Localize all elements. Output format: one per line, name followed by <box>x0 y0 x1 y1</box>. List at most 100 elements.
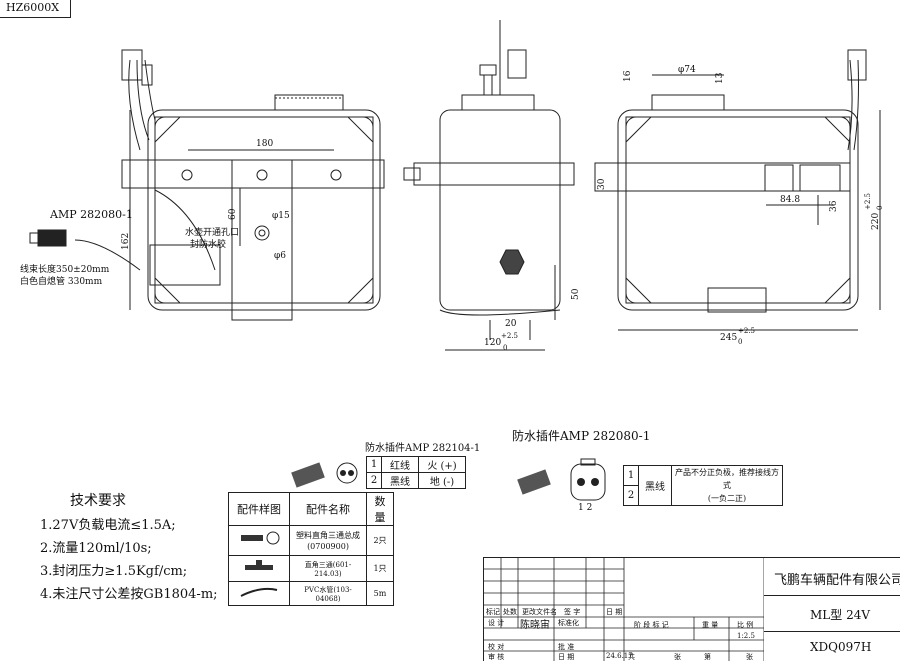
dim-phi74: φ74 <box>678 65 696 75</box>
tol-220-upper: +2.5 <box>864 193 872 210</box>
parts-row: PVC水管(103-04068) 5m <box>228 581 394 606</box>
conn1-no: 1 <box>366 456 382 473</box>
amp-label: AMP 282080-1 <box>49 208 133 221</box>
part-name: PVC水管(103-04068) <box>289 581 367 606</box>
conn1-no: 2 <box>366 472 382 489</box>
part-image <box>228 581 290 606</box>
title-block: 标记 处数 更改文件名 签 字 日 期 设 计 陈晓宙 标准化 阶 段 标 记 … <box>483 557 900 661</box>
dim-84-8: 84.8 <box>780 195 800 205</box>
tb-drafter: 陈晓宙 <box>520 620 550 631</box>
part-code: (0700900) <box>307 541 349 551</box>
conn2-row: 1 黑线 产品不分正负极，推荐接线方式 (一负二正) <box>623 465 783 506</box>
tol-220-lower: 0 <box>876 206 884 210</box>
part-name: 直角三通(601-214.03) <box>289 555 367 582</box>
tech-item: 1.27V负载电流≤1.5A; <box>40 518 176 533</box>
tb-day: 日 期 <box>558 653 575 661</box>
side-tank-body <box>439 109 561 311</box>
tb-model-cell: ML型 24V <box>764 595 900 632</box>
conn1-pol: 地 (-) <box>418 472 466 489</box>
conn2-table: 1 黑线 产品不分正负极，推荐接线方式 (一负二正) 2 <box>623 465 783 506</box>
tb-check: 校 对 <box>488 643 505 651</box>
connector-top <box>121 49 143 81</box>
part-qty: 1只 <box>366 555 394 582</box>
tol-245-lower: 0 <box>738 338 742 346</box>
parts-row: 直角三通(601-214.03) 1只 <box>228 555 394 582</box>
tol-120-upper: +2.5 <box>501 332 518 340</box>
conn1-wire: 红线 <box>381 456 419 473</box>
part-image <box>228 555 290 582</box>
tb-no: 第 <box>704 653 711 661</box>
dim-220: 220 <box>871 213 881 230</box>
tech-list: 1.27V负载电流≤1.5A; 2.流量120ml/10s; 3.封闭压力≥1.… <box>40 514 218 606</box>
note-seal: 封防水胶 <box>190 238 226 250</box>
tb-review: 审 核 <box>488 653 505 661</box>
tol-120-lower: 0 <box>503 344 507 352</box>
title-grid <box>484 558 764 661</box>
tb-sheet: 张 <box>674 653 681 661</box>
tol-245-upper: +2.5 <box>738 327 755 335</box>
tb-sign: 签 字 <box>564 608 581 616</box>
tank-body <box>147 109 381 311</box>
conn1-table: 1 红线 火 (+) 2 黑线 地 (-) <box>366 456 466 489</box>
part-qty: 2只 <box>366 525 394 556</box>
front-view: 180 60 162 φ15 φ6 水壶开通孔口 封防水胶 AMP 282080… <box>20 49 385 321</box>
mounting-bracket <box>121 159 385 189</box>
tb-total: 共 <box>628 653 635 661</box>
dim-36: 36 <box>829 200 839 212</box>
tb-design: 设 计 <box>488 619 505 627</box>
right-tank-body <box>617 109 859 311</box>
tb-stage: 阶 段 标 记 <box>634 621 669 629</box>
tb-weight: 重 量 <box>702 621 719 629</box>
dim-30: 30 <box>597 178 607 190</box>
conn2-wire: 黑线 <box>638 465 672 506</box>
dim-60: 60 <box>228 208 238 220</box>
conn2-pins: 1 2 <box>578 503 593 513</box>
tech-title: 技术要求 <box>70 493 126 509</box>
tb-date: 日 期 <box>606 608 623 616</box>
conn1-wire: 黑线 <box>381 472 419 489</box>
note-hole: 水壶开通孔口 <box>185 226 239 238</box>
dim-245: 245 <box>720 333 737 343</box>
tb-code-cell: XDQ097H <box>764 631 900 661</box>
conn2-note: 产品不分正负极，推荐接线方式 <box>675 468 779 490</box>
dim-phi15: φ15 <box>272 211 290 221</box>
conn2-no: 1 <box>623 465 639 486</box>
part-qty: 5m <box>366 581 394 606</box>
parts-row: 塑料直角三通总成(0700900) 2只 <box>228 525 394 556</box>
dim-50: 50 <box>571 288 580 300</box>
conn2-no: 2 <box>623 485 639 506</box>
parts-header: 配件样图 <box>228 492 290 526</box>
tube-length: 白色自熄管 330mm <box>20 275 103 287</box>
tech-item: 2.流量120ml/10s; <box>40 541 152 556</box>
tb-approve: 批 准 <box>558 643 575 651</box>
dim-120: 120 <box>484 338 501 348</box>
tb-company: 飞鹏车辆配件有限公司 <box>774 573 900 588</box>
tech-item: 4.未注尺寸公差按GB1804-m; <box>40 587 218 602</box>
tb-sheet2: 张 <box>746 653 753 661</box>
side-view: 20 50 120 +2.5 0 <box>403 20 580 352</box>
tb-company-cell: 飞鹏车辆配件有限公司 <box>764 558 900 596</box>
right-view: φ74 13 16 30 84.8 36 220 +2.5 0 245 +2.5… <box>594 49 884 346</box>
conn1-row: 2 黑线 地 (-) <box>366 472 466 489</box>
drawing-code-box: HZ6000X <box>0 0 71 18</box>
conn2-row: 2 <box>623 485 783 506</box>
conn1-pol: 火 (+) <box>418 456 466 473</box>
tb-code: XDQ097H <box>810 640 872 654</box>
dim-180: 180 <box>256 139 273 149</box>
tb-ratio: 比 例 <box>737 621 754 629</box>
dim-16: 16 <box>623 70 633 82</box>
tb-model: ML型 24V <box>810 608 871 622</box>
tb-change: 更改文件名 <box>522 608 557 616</box>
parts-table: 配件样图 配件名称 数量 塑料直角三通总成(0700900) 2只 直角三通(6… <box>228 492 394 606</box>
conn2-image <box>517 458 606 501</box>
dim-162: 162 <box>121 233 131 250</box>
part-image <box>228 525 290 556</box>
drawing-code: HZ6000X <box>6 1 60 14</box>
parts-header: 配件名称 <box>289 492 367 526</box>
tb-count: 处数 <box>503 608 517 616</box>
tb-date-value: 24.6.17 <box>606 652 633 660</box>
conn2-title: 防水插件AMP 282080-1 <box>512 429 651 443</box>
tb-mark: 标记 <box>486 608 500 616</box>
tech-item: 3.封闭压力≥1.5Kgf/cm; <box>40 564 188 579</box>
harness-length: 线束长度350±20mm <box>20 263 110 275</box>
